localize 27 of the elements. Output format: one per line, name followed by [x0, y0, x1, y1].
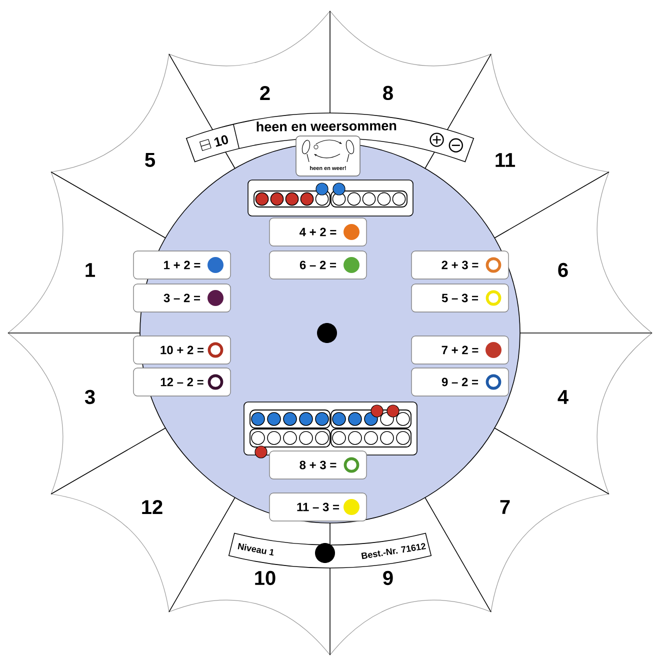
banner-text: Niveau 1: [238, 543, 274, 556]
equation-card: 2 + 3 =: [411, 250, 509, 280]
sector-number: 2: [260, 86, 270, 100]
sector-number: 6: [558, 262, 568, 278]
equation-card: 5 – 3 =: [411, 284, 509, 312]
banner-text: Best.-Nr. 71612: [361, 543, 426, 560]
equation-card: 9 – 2 =: [411, 368, 509, 396]
equation-card: 11 – 3 =: [269, 492, 367, 522]
equation-card: 8 + 3 =: [269, 450, 367, 480]
equation-card: 4 + 2 =: [269, 218, 367, 246]
sector-number: 10: [255, 570, 276, 586]
sector-number: 1: [86, 263, 95, 277]
sector-number: 8: [383, 86, 393, 100]
sector-number: 9: [383, 570, 393, 586]
sector-number: 7: [500, 500, 510, 514]
sector-number: 5: [145, 153, 155, 167]
equation-card: 6 – 2 =: [269, 250, 367, 280]
equation-card: 3 – 2 =: [133, 284, 231, 312]
sector-number: 3: [84, 390, 95, 404]
equation-card: 10 + 2 =: [133, 336, 231, 364]
sector-number: 12: [142, 500, 162, 514]
sector-number: 4: [558, 390, 568, 404]
equation-card: 7 + 2 =: [411, 336, 509, 364]
banner-text: 10: [214, 135, 228, 147]
sector-number: 11: [496, 153, 516, 167]
equation-card: 12 – 2 =: [133, 368, 231, 396]
equation-card: 1 + 2 =: [133, 250, 231, 280]
